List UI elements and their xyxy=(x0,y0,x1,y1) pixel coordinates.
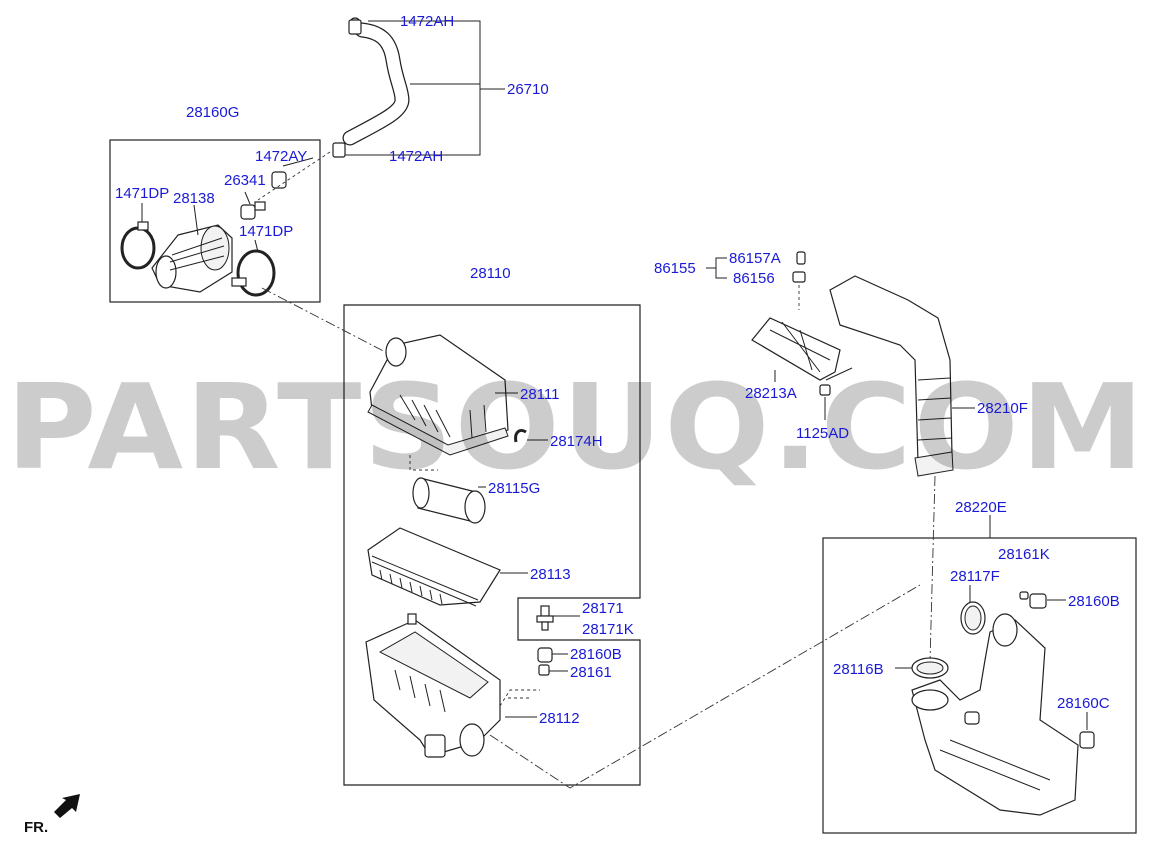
front-direction-arrow-icon xyxy=(54,794,80,818)
leader-26710-bracket xyxy=(345,20,481,156)
bolt-1125ad xyxy=(819,367,853,396)
seal-28117f xyxy=(960,601,986,635)
group-box-28110 xyxy=(343,304,641,786)
part-label-28116b[interactable]: 28116B xyxy=(833,661,884,678)
clip-28174h xyxy=(514,428,527,443)
part-label-28160b-mid[interactable]: 28160B xyxy=(570,646,622,663)
part-label-28161[interactable]: 28161 xyxy=(570,664,612,681)
part-label-28113[interactable]: 28113 xyxy=(530,566,571,583)
part-label-28115g[interactable]: 28115G xyxy=(488,480,540,497)
part-label-26710[interactable]: 26710 xyxy=(507,81,549,98)
part-label-28220e[interactable]: 28220E xyxy=(955,499,1007,516)
part-label-28160c[interactable]: 28160C xyxy=(1057,695,1110,712)
collar-28161 xyxy=(538,664,550,676)
bolt-86157a xyxy=(796,251,806,265)
direction-label: FR. xyxy=(24,819,48,836)
part-label-28160g[interactable]: 28160G xyxy=(186,104,239,121)
part-label-28210f[interactable]: 28210F xyxy=(977,400,1028,417)
group-box-28220e xyxy=(822,537,1137,834)
watermark: PARTSOUQ.COM xyxy=(6,358,1146,496)
leader-1472ay xyxy=(282,157,314,167)
assembly-line-duct-seal xyxy=(929,475,936,663)
part-label-28174h[interactable]: 28174H xyxy=(550,433,603,450)
cover-28111 xyxy=(367,334,509,456)
intake-duct-28210f xyxy=(829,275,954,477)
grommet-28160c xyxy=(1079,731,1095,749)
leader-26341 xyxy=(244,191,251,205)
assembly-line-cover xyxy=(409,455,438,471)
leader-86155-bracket xyxy=(706,257,727,279)
part-label-1471dp-right[interactable]: 1471DP xyxy=(239,223,293,240)
leader-1471dp-right xyxy=(254,239,259,253)
part-label-1472ah-top[interactable]: 1472AH xyxy=(400,13,454,30)
assembly-line-28161 xyxy=(499,689,540,707)
assembly-line-valve xyxy=(257,151,331,201)
filter-28113 xyxy=(367,527,501,607)
leader-26710 xyxy=(410,83,505,90)
part-label-28138[interactable]: 28138 xyxy=(173,190,215,207)
part-label-28213a[interactable]: 28213A xyxy=(745,385,797,402)
bracket-28213a xyxy=(751,317,841,381)
part-label-26341[interactable]: 26341 xyxy=(224,172,266,189)
pipe-28115g xyxy=(412,477,486,524)
part-label-28111[interactable]: 28111 xyxy=(520,386,560,403)
clamp-1471dp-left xyxy=(120,221,156,270)
part-label-1471dp-left[interactable]: 1471DP xyxy=(115,185,169,202)
part-label-28110[interactable]: 28110 xyxy=(470,265,511,282)
grommet-28160b-right xyxy=(1029,593,1047,609)
part-label-28112[interactable]: 28112 xyxy=(539,710,580,727)
part-label-28171[interactable]: 28171 xyxy=(582,600,624,617)
part-label-28161k[interactable]: 28161K xyxy=(998,546,1050,563)
seal-28116b xyxy=(911,657,949,679)
lower-body-28112 xyxy=(365,613,501,758)
hose-26710 xyxy=(332,17,410,158)
part-label-28171k[interactable]: 28171K xyxy=(582,621,634,638)
part-label-86155[interactable]: 86155 xyxy=(654,260,696,277)
nut-86156 xyxy=(792,271,806,283)
part-label-28160b-right[interactable]: 28160B xyxy=(1068,593,1120,610)
collar-28161k xyxy=(1019,591,1029,600)
duct-28138 xyxy=(151,224,233,293)
grommet-28160b-mid xyxy=(537,647,553,663)
part-label-1125ad[interactable]: 1125AD xyxy=(796,425,849,442)
part-label-86156[interactable]: 86156 xyxy=(733,270,775,287)
resonator-body-28220e xyxy=(911,613,1079,816)
assembly-line-resonator xyxy=(489,584,921,789)
valve-26341 xyxy=(240,171,287,220)
part-label-1472ay[interactable]: 1472AY xyxy=(255,148,307,165)
part-label-86157a[interactable]: 86157A xyxy=(729,250,781,267)
bolt-28171 xyxy=(536,605,554,631)
clamp-1471dp-right xyxy=(231,249,276,297)
part-label-28117f[interactable]: 28117F xyxy=(950,568,1000,585)
leader-28138 xyxy=(193,204,199,236)
part-label-1472ah-bottom[interactable]: 1472AH xyxy=(389,148,443,165)
group-box-28160g xyxy=(109,139,321,303)
